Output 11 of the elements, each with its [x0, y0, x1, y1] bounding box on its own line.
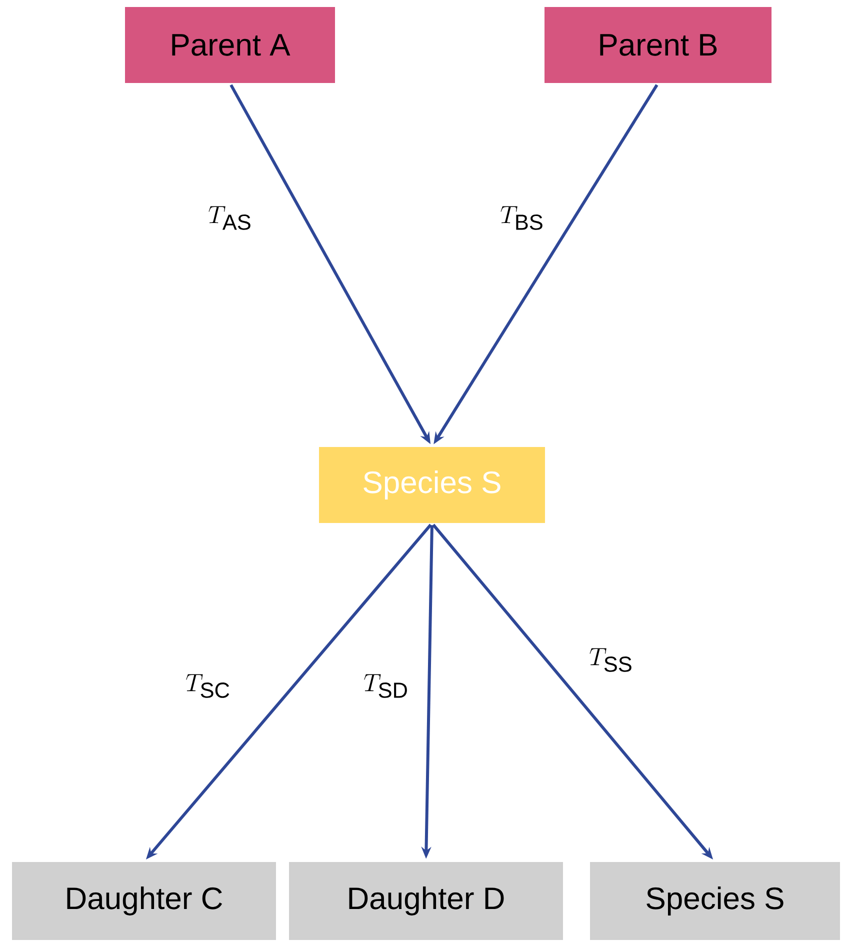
- species-box: Species S: [319, 447, 545, 523]
- edge-label: $T_{\mathrm{AS}}$: [208, 206, 250, 230]
- edge-label: $T_{\mathrm{SS}}$: [590, 648, 632, 672]
- edge-label: $T_{\mathrm{BS}}$: [500, 206, 542, 230]
- offspring-box: Daughter D: [289, 862, 563, 940]
- edge-label: $T_{\mathrm{SC}}$: [186, 674, 230, 698]
- edge-label: $T_{\mathrm{SD}}$: [364, 674, 407, 698]
- offspring-box: Daughter C: [12, 862, 276, 940]
- parent-box: Parent A: [125, 7, 335, 83]
- offspring-box: Species S: [590, 862, 840, 940]
- parent-box: Parent B: [544, 7, 772, 83]
